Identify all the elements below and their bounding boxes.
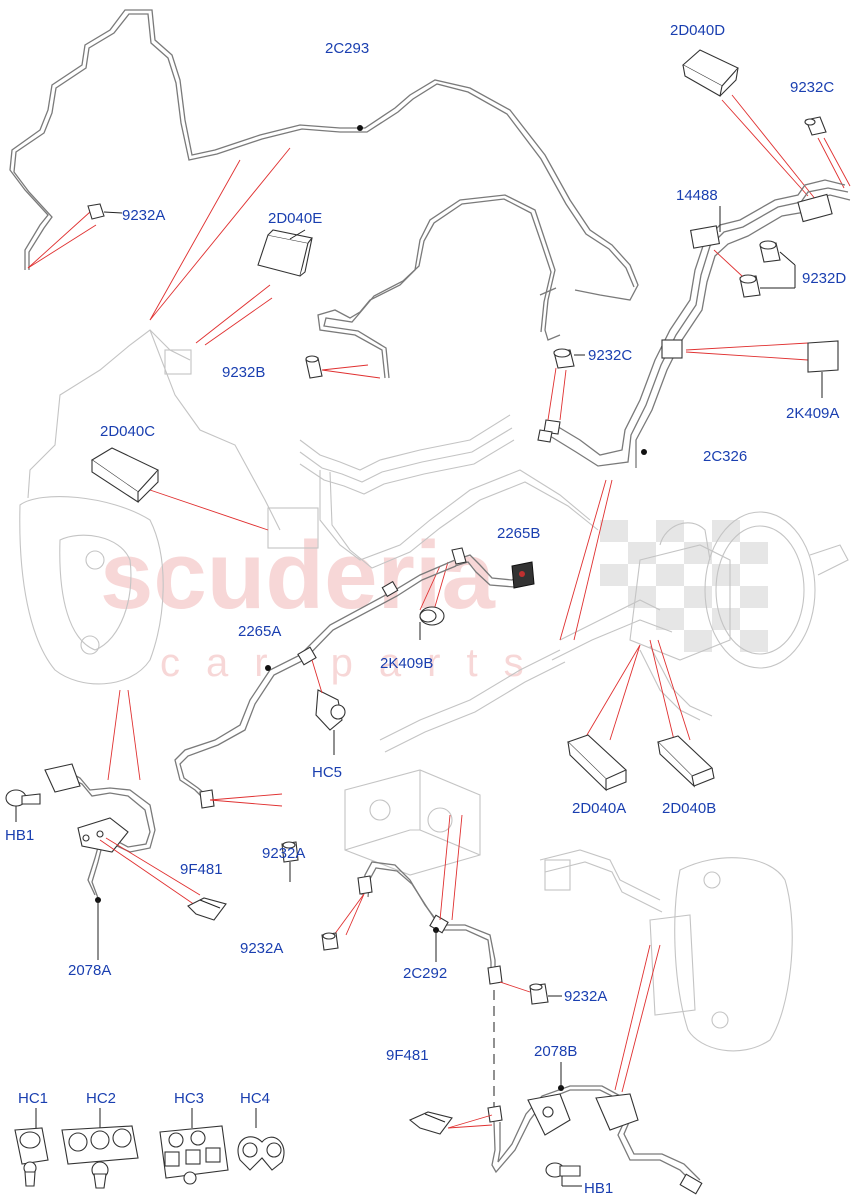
bracket-2d040b [656, 735, 715, 788]
label-9f481-bottom: 9F481 [386, 1047, 429, 1064]
grommet-2k409b [419, 606, 445, 640]
label-9232a-mid: 9232A [262, 845, 305, 862]
clip-hc4 [237, 1108, 285, 1171]
label-9232a-br: 9232A [564, 988, 607, 1005]
pipe-2c326 [537, 179, 851, 468]
pipe-2c293 [9, 9, 639, 301]
bolt-hb1-left [5, 789, 41, 822]
label-2265a: 2265A [238, 623, 281, 640]
clip-9f481-left [187, 897, 227, 921]
label-2078a: 2078A [68, 962, 111, 979]
pipe-2265a [174, 559, 457, 809]
clip-9232a-mid [281, 841, 299, 882]
watermark: scuderia car parts [100, 520, 768, 685]
label-9232b: 9232B [222, 364, 265, 381]
pipe-2c292 [357, 861, 503, 985]
label-2d040b: 2D040B [662, 800, 716, 817]
clip-9f481-bottom [408, 1111, 453, 1135]
part-labels: 2C293 9232A 2D040E 9232B 2D040D 9232C 14… [5, 22, 846, 1197]
leader-dot-2265a [265, 665, 271, 671]
hose-2078b [487, 1062, 703, 1195]
clip-hc5 [315, 689, 346, 755]
clip-9232a-br [529, 983, 562, 1005]
clip-9232c-mid [553, 348, 585, 369]
label-2k409b: 2K409B [380, 655, 433, 672]
label-hc5: HC5 [312, 764, 342, 781]
label-2d040e: 2D040E [268, 210, 322, 227]
label-9f481-left: 9F481 [180, 861, 223, 878]
label-2d040a: 2D040A [572, 800, 626, 817]
label-9232c-top: 9232C [790, 79, 834, 96]
ghost-assembly [19, 329, 849, 1052]
label-9232c-mid: 9232C [588, 347, 632, 364]
label-hb1-left: HB1 [5, 827, 34, 844]
hose-2078a [44, 763, 156, 960]
label-hb1-bottom: HB1 [584, 1180, 613, 1197]
label-9232a-bl: 9232A [240, 940, 283, 957]
label-14488: 14488 [676, 187, 718, 204]
clip-9232d [739, 240, 796, 298]
watermark-sub: car parts [160, 641, 550, 685]
label-hc3: HC3 [174, 1090, 204, 1107]
leader-dot-2c326 [641, 449, 647, 455]
label-9232d: 9232D [802, 270, 846, 287]
hose-2265b [451, 547, 535, 589]
bracket-2d040a [566, 734, 627, 792]
clip-9232a-bl [321, 932, 339, 951]
label-2k409a: 2K409A [786, 405, 839, 422]
label-2d040c: 2D040C [100, 423, 155, 440]
bracket-2d040c [90, 447, 159, 504]
bracket-2d040e [257, 229, 313, 277]
leader-dot-2c293 [357, 125, 363, 131]
label-2c292: 2C292 [403, 965, 447, 982]
clip-2k409a [807, 340, 839, 398]
bracket-2d040d [682, 49, 739, 97]
label-2265b: 2265B [497, 525, 540, 542]
label-2d040d: 2D040D [670, 22, 725, 39]
clip-hc1 [14, 1108, 49, 1187]
label-9232a-top: 9232A [122, 207, 165, 224]
label-hc2: HC2 [86, 1090, 116, 1107]
clip-9232b [305, 355, 323, 379]
label-2078b: 2078B [534, 1043, 577, 1060]
label-hc1: HC1 [18, 1090, 48, 1107]
pipe-under-2c293 [317, 194, 561, 379]
bolt-hb1-bottom [545, 1162, 582, 1187]
clip-hc3 [159, 1108, 229, 1185]
label-2c293: 2C293 [325, 40, 369, 57]
clip-hc2 [61, 1108, 139, 1189]
checkered-flag [600, 520, 768, 652]
clip-9232a-top [87, 203, 123, 220]
label-2c326: 2C326 [703, 448, 747, 465]
label-hc4: HC4 [240, 1090, 270, 1107]
clip-9232c-top [804, 116, 827, 136]
